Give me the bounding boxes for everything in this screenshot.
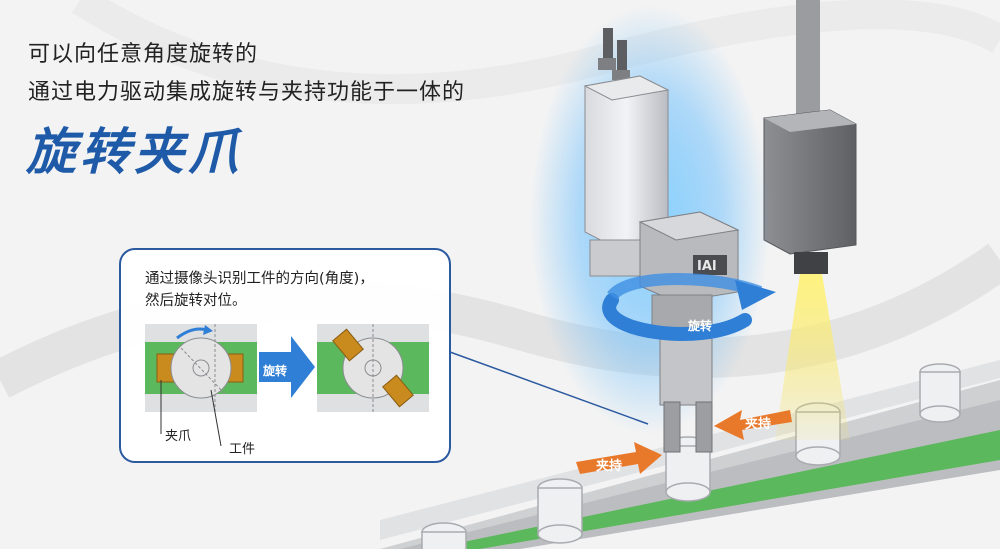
explanation-callout: 通过摄像头识别工件的方向(角度)， 然后旋转对位。 旋转 夹爪 工件 <box>119 248 451 463</box>
camera-unit <box>763 0 857 440</box>
page-title: 旋转夹爪 <box>26 123 242 181</box>
grip-arrow-left: 夹持 <box>576 442 662 474</box>
rotate-label: 旋转 <box>687 318 712 333</box>
before-rotation-diagram <box>145 324 257 412</box>
rotation-arrow: 旋转 <box>602 273 776 341</box>
rotate-step-arrow <box>259 336 315 398</box>
callout-description: 通过摄像头识别工件的方向(角度)， 然后旋转对位。 <box>145 268 445 312</box>
grip-label-right: 夹持 <box>745 416 771 432</box>
after-rotation-diagram <box>317 324 429 412</box>
grip-label-left: 夹持 <box>596 458 622 474</box>
grip-arrow-right: 夹持 <box>714 410 792 440</box>
callout-leader-lines <box>160 380 222 447</box>
callout-line-1: 通过摄像头识别工件的方向(角度)， <box>145 271 374 287</box>
callout-pointer <box>449 351 649 425</box>
device-logo: IAI <box>697 259 717 274</box>
callout-line-2: 然后旋转对位。 <box>145 293 247 309</box>
headline-line-2: 通过电力驱动集成旋转与夹持功能于一体的 <box>28 80 466 105</box>
label-workpiece: 工件 <box>229 442 256 457</box>
headline-line-1: 可以向任意角度旋转的 <box>28 42 259 67</box>
rotate-step-label: 旋转 <box>263 364 288 378</box>
label-claw: 夹爪 <box>165 429 192 444</box>
